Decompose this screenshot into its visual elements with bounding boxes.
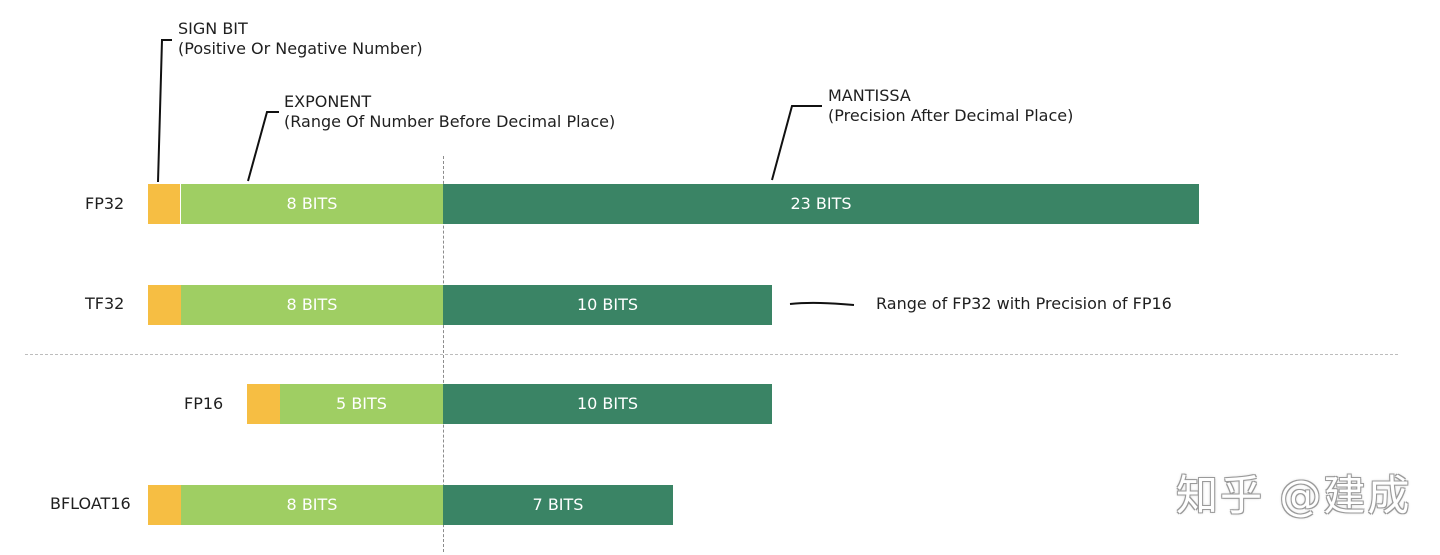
exponent-segment: 5 BITS xyxy=(280,384,443,424)
exponent-segment: 8 BITS xyxy=(181,184,443,224)
mantissa-segment: 10 BITS xyxy=(443,384,772,424)
exponent-segment: 8 BITS xyxy=(181,485,443,525)
sign-bit-segment xyxy=(148,184,180,224)
exponent-description: (Range Of Number Before Decimal Place) xyxy=(284,112,616,131)
exponent-leader-line xyxy=(247,111,279,182)
sign-bit-leader-line xyxy=(157,39,172,183)
sign-bit-title: SIGN BIT xyxy=(178,19,248,38)
mantissa-leader-line xyxy=(771,105,822,181)
exponent-segment: 8 BITS xyxy=(181,285,443,325)
format-group-divider xyxy=(25,354,1398,355)
tf32-note: Range of FP32 with Precision of FP16 xyxy=(876,294,1172,313)
mantissa-segment: 10 BITS xyxy=(443,285,772,325)
format-label-fp32: FP32 xyxy=(85,194,125,213)
watermark: 知乎 @建成 xyxy=(1176,471,1412,520)
bit-layout-tf32: 8 BITS 10 BITS xyxy=(148,285,772,325)
mantissa-segment: 7 BITS xyxy=(443,485,673,525)
format-label-fp16: FP16 xyxy=(184,394,224,413)
sign-bit-segment xyxy=(247,384,280,424)
sign-bit-description: (Positive Or Negative Number) xyxy=(178,39,423,58)
sign-bit-segment xyxy=(148,285,181,325)
bit-layout-bfloat16: 8 BITS 7 BITS xyxy=(148,485,673,525)
exponent-title: EXPONENT xyxy=(284,92,372,111)
sign-bit-annotation: SIGN BIT (Positive Or Negative Number) xyxy=(178,19,423,59)
mantissa-title: MANTISSA xyxy=(828,86,911,105)
mantissa-description: (Precision After Decimal Place) xyxy=(828,106,1074,125)
format-label-bfloat16: BFLOAT16 xyxy=(50,494,131,513)
format-label-tf32: TF32 xyxy=(85,294,125,313)
mantissa-annotation: MANTISSA (Precision After Decimal Place) xyxy=(828,86,1073,126)
exponent-annotation: EXPONENT (Range Of Number Before Decimal… xyxy=(284,92,615,132)
bit-layout-fp16: 5 BITS 10 BITS xyxy=(247,384,772,424)
bit-layout-fp32: 8 BITS 23 BITS xyxy=(148,184,1199,224)
sign-bit-segment xyxy=(148,485,181,525)
tf32-note-connector xyxy=(789,301,855,306)
mantissa-segment: 23 BITS xyxy=(443,184,1199,224)
